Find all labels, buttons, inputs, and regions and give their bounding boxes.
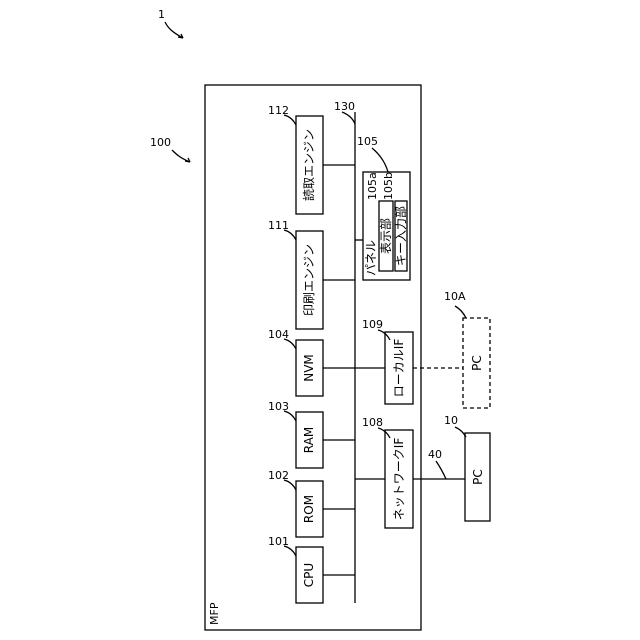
pc-10-ref-label: 10 [444,414,458,427]
mfp-ref-label: 100 [150,136,171,149]
key-input-ref-label: 105b [382,172,395,200]
pc-10a-ref-leader [455,306,466,318]
ram-label: RAM [302,427,316,453]
key-input-label: キー入力部 [393,206,408,266]
mfp-ref-leader [172,150,190,162]
panel-label: パネル [364,240,378,276]
scan-engine-label: 読取エンジン [301,129,316,201]
system-ref-leader [165,22,183,38]
network-ref-label: 40 [428,448,442,461]
local-if-label: ローカルIF [392,339,406,398]
print-engine-label: 印刷エンジン [302,244,316,316]
bus-ref-label: 130 [334,100,355,113]
pc-10-label: PC [471,469,485,485]
pc-10a-ref-label: 10A [444,290,466,303]
cpu-label: CPU [302,563,316,587]
panel-ref-label: 105 [357,135,378,148]
pc-10-ref-leader [455,427,466,437]
pc-10a-label: PC [470,355,484,371]
display-label: 表示部 [378,218,393,254]
network-if-ref-label: 108 [362,416,383,429]
local-if-ref-label: 109 [362,318,383,331]
display-ref-label: 105a [366,172,379,200]
system-ref-label: 1 [158,8,165,21]
network-if-label: ネットワークIF [392,438,406,521]
nvm-label: NVM [302,354,316,382]
network-ref-leader [436,461,446,479]
rom-label: ROM [302,495,316,523]
mfp-label: MFP [208,602,221,625]
